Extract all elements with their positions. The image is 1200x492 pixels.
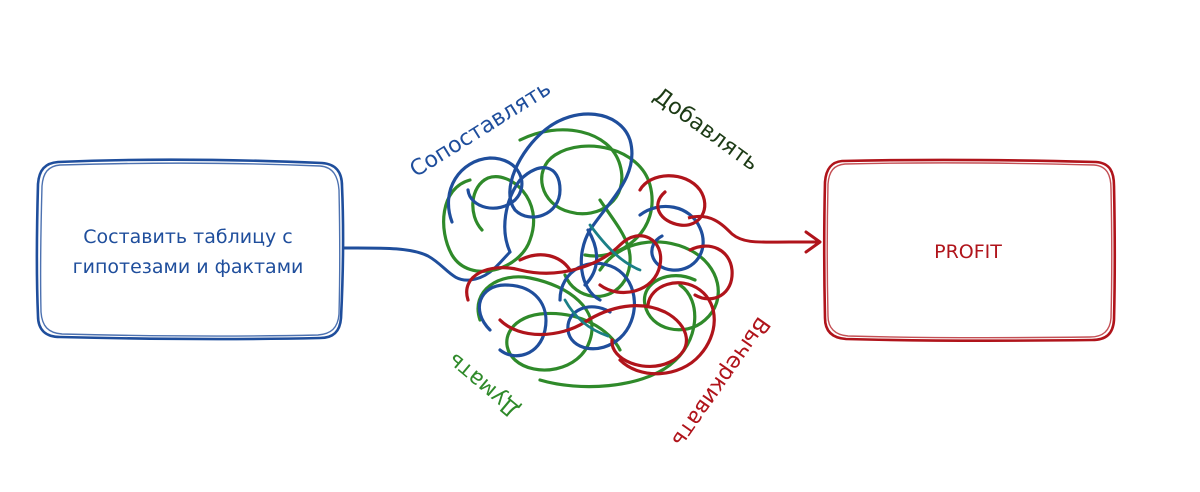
profit-box: PROFIT (824, 160, 1115, 341)
hypotheses-box-line2: гипотезами и фактами (73, 256, 304, 278)
tangle-red-loop-3 (500, 306, 686, 367)
input-connector (342, 248, 510, 280)
output-arrow-line (688, 216, 818, 242)
hypotheses-box-line1: Составить таблицу с (83, 226, 292, 248)
tangle (444, 114, 732, 387)
label-compare: Сопоставлять (406, 76, 556, 183)
tangle-red-loop-6 (520, 255, 570, 270)
hypotheses-box: Составить таблицу с гипотезами и фактами (37, 160, 343, 339)
label-cross-out: Вычеркивать (666, 312, 774, 451)
hypotheses-box-outline (37, 160, 343, 339)
hypotheses-box-outline-sketch (41, 163, 340, 336)
profit-box-text: PROFIT (934, 241, 1002, 263)
label-add: Добавлять (648, 83, 763, 176)
tangle-green-loop-3 (478, 277, 620, 370)
tangle-blue-loop-3 (479, 285, 546, 356)
